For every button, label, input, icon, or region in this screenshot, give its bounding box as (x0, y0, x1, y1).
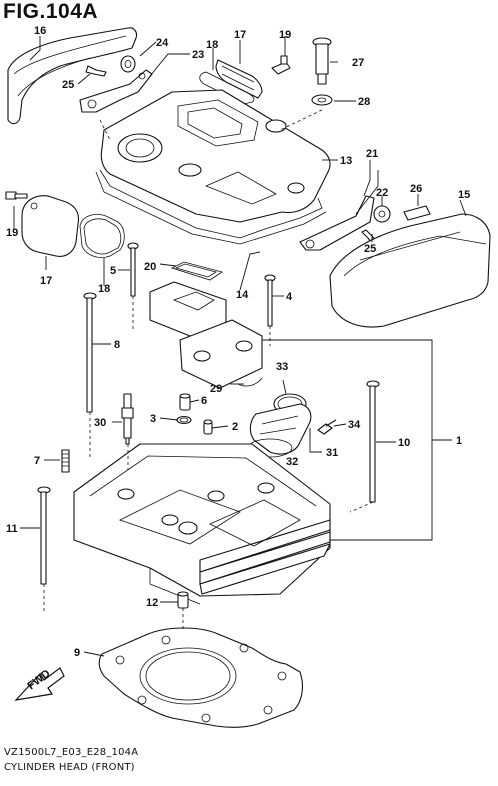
callout-5: 5 (110, 265, 116, 277)
callout-19-top: 19 (279, 29, 291, 41)
callout-21: 21 (366, 148, 378, 160)
callout-31: 31 (326, 447, 338, 459)
callout-32: 32 (286, 456, 298, 468)
callout-10: 10 (398, 437, 410, 449)
callout-34: 34 (348, 419, 361, 431)
callout-24: 24 (156, 37, 169, 49)
callout-33: 33 (276, 361, 288, 373)
bolt-4 (264, 274, 276, 327)
callout-29: 29 (210, 383, 222, 395)
bracket-23 (79, 55, 153, 113)
gasket-18-left (79, 214, 125, 258)
cover-bolt-27 (312, 37, 332, 85)
bolt-5 (127, 242, 139, 297)
callout-23: 23 (192, 49, 204, 61)
screw-34 (317, 419, 337, 435)
leader-lines (13, 36, 467, 657)
callout-22: 22 (376, 187, 388, 199)
cylinder-head-gasket-9 (98, 627, 303, 728)
callout-12: 12 (146, 597, 158, 609)
bolt-11 (37, 486, 51, 585)
cushion-26 (403, 205, 431, 221)
callout-11: 11 (6, 523, 18, 535)
bolt-25-top (85, 65, 107, 77)
callout-9: 9 (74, 647, 80, 659)
forward-direction-arrow: FWD (14, 667, 65, 701)
intake-pipe-31 (249, 403, 312, 455)
bracket-21 (299, 195, 375, 251)
figure-code: VZ1500L7_E03_E28_104A (4, 747, 139, 758)
dowel-pin-6 (179, 393, 191, 411)
dowel-pin-12 (177, 591, 189, 609)
stud-bolt-7 (61, 449, 70, 473)
callout-4: 4 (286, 291, 293, 303)
cushion-22 (373, 205, 391, 223)
callout-20: 20 (144, 261, 156, 273)
outer-cover-15 (329, 213, 491, 328)
bolt-8 (83, 292, 97, 413)
callout-2: 2 (232, 421, 238, 433)
figure-caption: CYLINDER HEAD (FRONT) (4, 762, 135, 773)
callout-6: 6 (201, 395, 207, 407)
side-cover-16 (7, 27, 138, 125)
intake-block (149, 281, 263, 389)
callout-30: 30 (94, 417, 106, 429)
clamp-29 (237, 377, 263, 387)
callout-25-top: 25 (62, 79, 74, 91)
o-ring-3 (176, 415, 192, 425)
spark-plug-30 (121, 393, 134, 445)
callout-25-right: 25 (364, 243, 376, 255)
bolt-10 (366, 380, 380, 503)
callout-8: 8 (114, 339, 120, 351)
callout-19-left: 19 (6, 227, 18, 239)
bolt-19-left (5, 191, 28, 200)
callout-labels: 16 24 23 18 17 19 25 27 28 13 21 22 26 1… (6, 25, 470, 659)
gasket-20 (170, 261, 223, 281)
callout-13: 13 (340, 155, 352, 167)
callout-16: 16 (34, 25, 46, 37)
washer-28 (311, 94, 333, 106)
head-cover-13 (100, 89, 331, 223)
callout-28: 28 (358, 96, 370, 108)
callout-17-left: 17 (40, 275, 52, 287)
bolt-19-top (271, 55, 291, 75)
cylinder-head-1 (73, 443, 331, 605)
cap-17-left (21, 195, 80, 257)
callout-26: 26 (410, 183, 422, 195)
dowel-pin-2 (203, 419, 213, 435)
callout-15: 15 (458, 189, 470, 201)
callout-3: 3 (150, 413, 156, 425)
callout-7: 7 (34, 455, 40, 467)
figure-title: FIG.104A (3, 0, 99, 23)
gasket-18-top (199, 71, 255, 105)
callout-27: 27 (352, 57, 364, 69)
cover-gasket-14 (95, 169, 327, 245)
callout-18-top: 18 (206, 39, 218, 51)
callout-14: 14 (236, 289, 249, 301)
callout-18-left: 18 (98, 283, 110, 295)
callout-1: 1 (456, 435, 462, 447)
cap-17-top (215, 59, 263, 99)
callout-17-top: 17 (234, 29, 246, 41)
alignment-lines (43, 109, 374, 630)
